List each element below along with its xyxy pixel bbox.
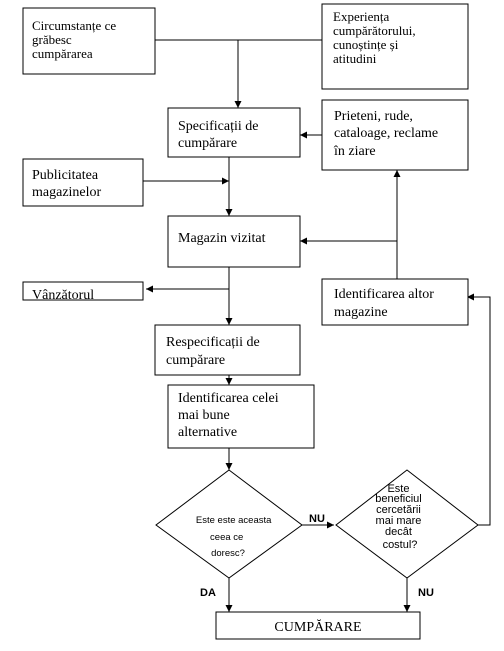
- box-prieteni: Prieteni, rude, cataloage, reclame în zi…: [321, 99, 469, 171]
- box-respecificatii-text: Respecificații de cumpărare: [166, 335, 263, 368]
- box-respecificatii: Respecificații de cumpărare: [154, 324, 301, 376]
- box-specificatii: Specificații de cumpărare: [167, 107, 301, 158]
- edge-inputs-to-specificatii: [155, 39, 322, 108]
- connectors: [143, 39, 491, 612]
- edge-label-nu-right: NU: [418, 587, 434, 599]
- box-magazin-vizitat-text: Magazin vizitat: [178, 231, 266, 246]
- box-experienta-text: Experiența cumpărătorului, cunoștințe și…: [333, 9, 419, 66]
- box-identificarea-celei: Identificarea celei mai bune alternative: [167, 384, 315, 449]
- decision-este-aceasta: Este este aceasta ceea ce doresc?: [155, 469, 303, 579]
- edge-beneficiul-da-to-identificarea-altor: [467, 293, 491, 526]
- decision-beneficiul: Este beneficiul cercetării mai mare decâ…: [335, 469, 479, 579]
- box-publicitatea-text: Publicitatea magazinelor: [32, 168, 102, 200]
- decision-este-aceasta-text: Este este aceasta ceea ce doresc?: [196, 515, 274, 559]
- box-identificarea-altor-text: Identificarea altor magazine: [334, 287, 437, 320]
- box-circumstante: Circumstanțe ce grăbesc cumpărarea: [22, 7, 156, 75]
- box-cumparare: CUMPĂRARE: [215, 611, 421, 640]
- box-specificatii-text: Specificații de cumpărare: [178, 119, 262, 151]
- box-vanzatorul-text: Vânzătorul: [32, 288, 94, 303]
- box-experienta: Experiența cumpărătorului, cunoștințe și…: [321, 3, 469, 90]
- edge-label-nu-left: NU: [309, 513, 325, 525]
- decision-beneficiul-text: Este beneficiul cercetării mai mare decâ…: [375, 483, 425, 551]
- box-circumstante-text: Circumstanțe ce grăbesc cumpărarea: [32, 18, 119, 61]
- box-vanzatorul: Vânzătorul: [22, 281, 144, 303]
- box-prieteni-text: Prieteni, rude, cataloage, reclame în zi…: [333, 109, 442, 159]
- edge-label-da: DA: [200, 587, 216, 599]
- edge-identificarea-altor-to-magazin: [300, 237, 398, 279]
- box-publicitatea: Publicitatea magazinelor: [22, 158, 144, 207]
- box-cumparare-text: CUMPĂRARE: [274, 618, 361, 635]
- box-identificarea-altor: Identificarea altor magazine: [321, 278, 469, 326]
- box-identificarea-celei-text: Identificarea celei mai bune alternative: [178, 391, 282, 440]
- box-magazin-vizitat: Magazin vizitat: [167, 215, 301, 268]
